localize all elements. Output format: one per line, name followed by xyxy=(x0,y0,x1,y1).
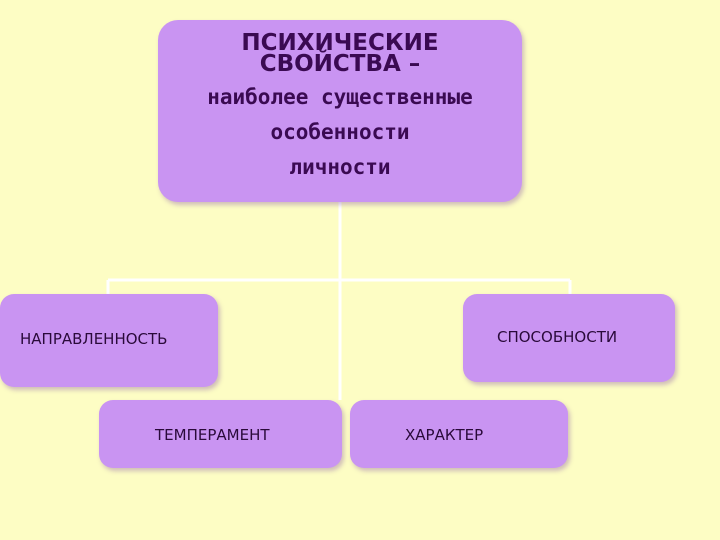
root-subtitle-line-2: особенности xyxy=(270,119,410,144)
node-abilities: СПОСОБНОСТИ xyxy=(463,294,675,382)
root-title-line-2: СВОЙСТВА – xyxy=(259,50,421,77)
node-abilities-label: СПОСОБНОСТИ xyxy=(497,328,618,346)
node-character-label: ХАРАКТЕР xyxy=(405,426,484,444)
root-title-line-1: ПСИХИЧЕСКИЕ xyxy=(241,29,439,56)
node-direction-label: НАПРАВЛЕННОСТЬ xyxy=(20,330,168,348)
root-node: ПСИХИЧЕСКИЕ СВОЙСТВА – наиболее существе… xyxy=(158,20,522,202)
node-temperament: ТЕМПЕРАМЕНТ xyxy=(99,400,342,468)
root-subtitle-line-1: наиболее существенные xyxy=(207,84,473,109)
root-subtitle-line-3: личности xyxy=(289,154,391,179)
node-character: ХАРАКТЕР xyxy=(350,400,568,468)
node-temperament-label: ТЕМПЕРАМЕНТ xyxy=(155,426,270,444)
node-direction: НАПРАВЛЕННОСТЬ xyxy=(0,294,218,387)
